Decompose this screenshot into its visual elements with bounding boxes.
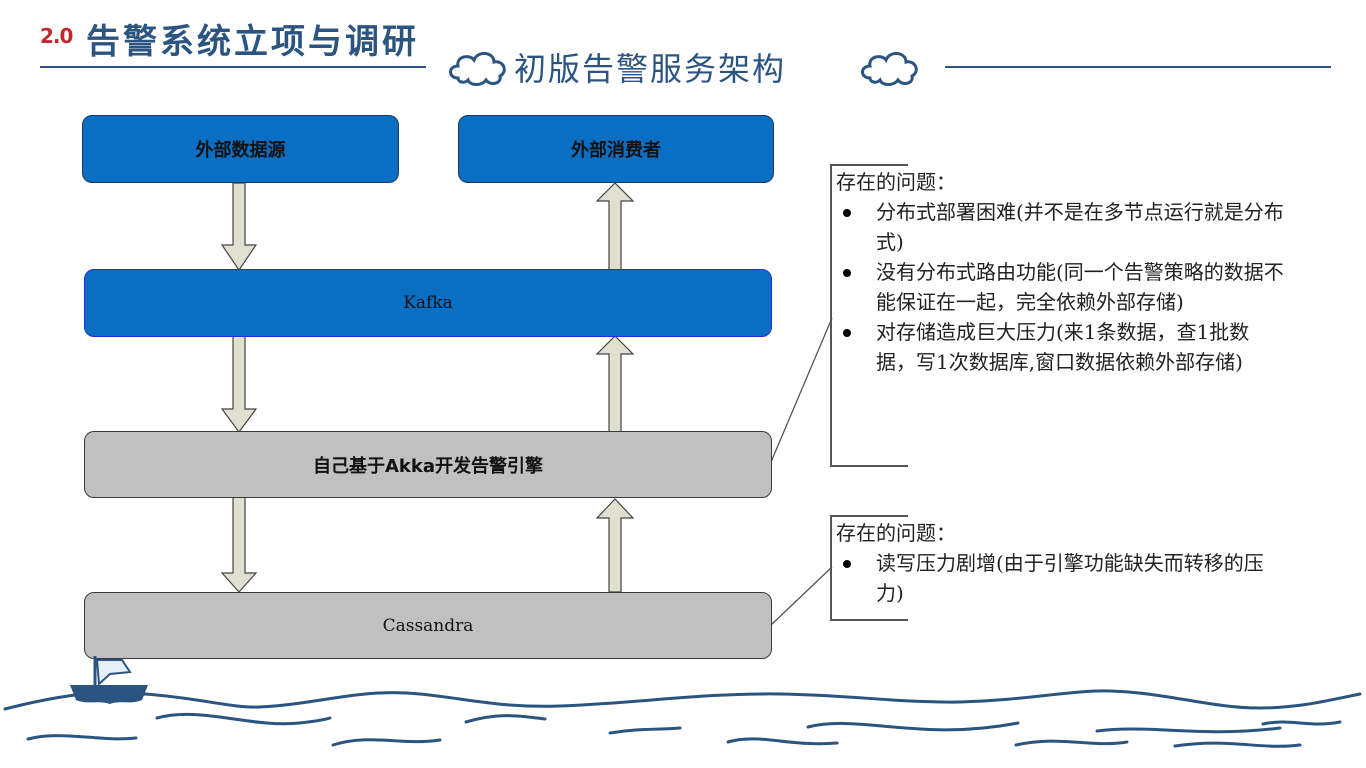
node-label: Kafka — [403, 293, 453, 313]
node-kafka: Kafka — [84, 269, 772, 337]
wave-small — [464, 714, 547, 724]
wave-small — [1095, 726, 1282, 734]
bullet-icon — [843, 209, 851, 217]
wave-main — [3, 689, 1362, 711]
arrow-source-to-kafka — [220, 182, 258, 272]
arrow-engine-to-kafka — [595, 335, 635, 433]
note-engine: 存在的问题： 分布式部署困难(并不是在多节点运行就是分布式) 没有分布式路由功能… — [836, 167, 1286, 377]
note-item: 对存储造成巨大压力(来1条数据，查1批数据，写1次数据库,窗口数据依赖外部存储) — [836, 317, 1286, 377]
cloud-icon-left — [449, 52, 506, 86]
note-item: 分布式部署困难(并不是在多节点运行就是分布式) — [836, 197, 1286, 257]
note-heading: 存在的问题： — [836, 170, 956, 194]
wave-small — [726, 737, 839, 746]
arrow-engine-to-cassandra — [220, 496, 258, 593]
note-item: 读写压力剧增(由于引擎功能缺失而转移的压力) — [836, 548, 1286, 608]
subtitle-rule — [945, 66, 1331, 68]
page-title: 告警系统立项与调研 — [86, 22, 419, 62]
note-item: 没有分布式路由功能(同一个告警策略的数据不能保证在一起，完全依赖外部存储) — [836, 257, 1286, 317]
wave-small — [26, 734, 138, 741]
wave-small — [331, 738, 442, 747]
wave-small — [1173, 741, 1302, 748]
node-cassandra: Cassandra — [84, 592, 772, 659]
boat-icon — [70, 656, 148, 704]
bullet-icon — [843, 329, 851, 337]
cloud-icon-right — [861, 52, 918, 86]
page-subtitle: 初版告警服务架构 — [514, 50, 787, 88]
wave-small — [608, 726, 682, 735]
node-external-consumer: 外部消费者 — [458, 115, 774, 183]
arrow-cassandra-to-engine — [595, 498, 635, 593]
wave-small — [1014, 739, 1129, 747]
wave-small — [806, 721, 1020, 732]
node-external-source: 外部数据源 — [82, 115, 399, 183]
node-label: 外部消费者 — [571, 140, 661, 161]
note-bracket-engine — [830, 164, 908, 467]
arrow-kafka-to-consumer — [595, 182, 635, 271]
node-akka-engine: 自己基于Akka开发告警引擎 — [84, 431, 772, 498]
node-label: 外部数据源 — [195, 140, 286, 161]
note-cassandra: 存在的问题： 读写压力剧增(由于引擎功能缺失而转移的压力) — [836, 518, 1286, 608]
title-underline — [40, 66, 426, 68]
callout-line-engine — [770, 317, 833, 463]
callout-line-cassandra — [770, 566, 833, 626]
note-bracket-cassandra — [830, 515, 908, 621]
bullet-icon — [843, 269, 851, 277]
note-heading: 存在的问题： — [836, 521, 956, 545]
bullet-icon — [843, 560, 851, 568]
arrow-kafka-to-engine — [220, 335, 258, 434]
wave-small — [1261, 720, 1342, 726]
node-label: Cassandra — [382, 615, 474, 636]
node-label: 自己基于Akka开发告警引擎 — [312, 455, 544, 477]
section-number: 2.0 — [40, 24, 73, 48]
wave-small — [155, 712, 332, 726]
